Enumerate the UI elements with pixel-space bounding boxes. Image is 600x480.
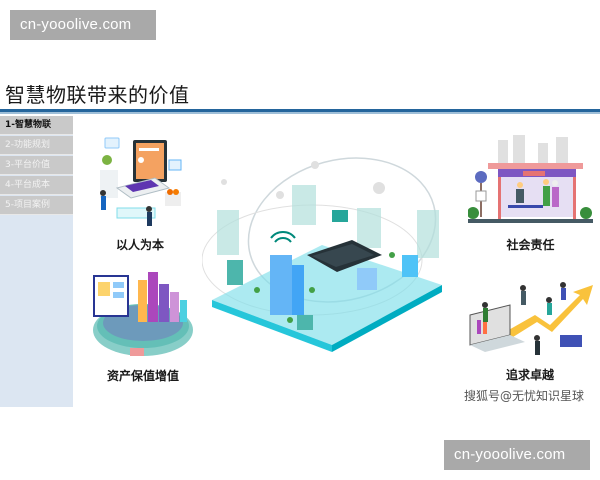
sidebar-item-function-plan[interactable]: 2-功能规划	[0, 136, 73, 155]
sidebar-item-platform-cost[interactable]: 4-平台成本	[0, 176, 73, 195]
watermark-top: cn-yooolive.com	[10, 10, 156, 40]
title-divider	[0, 109, 600, 112]
value-label-people-oriented: 以人为本	[115, 238, 164, 252]
city-dashboard-icon	[88, 268, 198, 363]
value-label-social-responsibility: 社会责任	[506, 238, 555, 252]
sidebar-item-smart-iot[interactable]: 1-智慧物联	[0, 116, 73, 135]
value-label-pursue-excellence: 追求卓越	[505, 368, 554, 382]
source-caption: 搜狐号@无忧知识星球	[464, 389, 585, 403]
value-label-asset-appreciation: 资产保值增值	[106, 369, 179, 383]
smart-city-iot-icon	[201, 150, 452, 370]
laptop-people-icon	[95, 130, 185, 230]
growth-arrow-icon	[465, 280, 595, 360]
sidebar-item-project-cases[interactable]: 5-项目案例	[0, 196, 73, 215]
title-divider-shadow	[0, 112, 600, 114]
watermark-bottom: cn-yooolive.com	[444, 440, 590, 470]
bus-stop-icon	[467, 135, 593, 225]
sidebar-nav: 1-智慧物联 2-功能规划 3-平台价值 4-平台成本 5-项目案例	[0, 116, 73, 407]
sidebar-item-platform-value[interactable]: 3-平台价值	[0, 156, 73, 175]
page-title: 智慧物联带来的价值	[5, 83, 190, 107]
